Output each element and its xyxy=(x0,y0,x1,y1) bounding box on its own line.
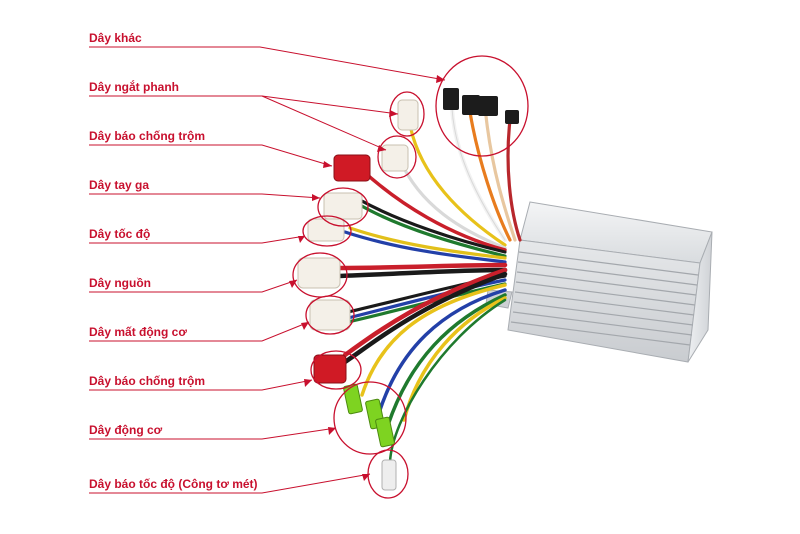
heat-sink-fins xyxy=(510,251,699,346)
label-day-dong-co: Dây động cơ xyxy=(89,423,163,437)
leader-lines xyxy=(89,46,446,494)
label-day-bao-chong-trom-2: Dây báo chống trộm xyxy=(89,374,206,388)
label-day-ngat-phanh: Dây ngắt phanh xyxy=(89,80,180,94)
controller-box xyxy=(485,201,713,363)
label-day-mat-dong-co: Dây mất động cơ xyxy=(89,325,187,339)
label-day-bao-toc-do: Dây báo tốc độ (Công tơ mét) xyxy=(89,477,258,491)
label-day-khac: Dây khác xyxy=(89,31,142,45)
label-day-toc-do: Dây tốc độ xyxy=(89,227,151,241)
highlight-circles xyxy=(292,55,529,499)
label-day-tay-ga: Dây tay ga xyxy=(89,178,150,192)
label-day-nguon: Dây nguồn xyxy=(89,276,151,290)
label-day-bao-chong-trom-1: Dây báo chống trộm xyxy=(89,129,206,143)
leader-arrowheads xyxy=(289,75,445,481)
